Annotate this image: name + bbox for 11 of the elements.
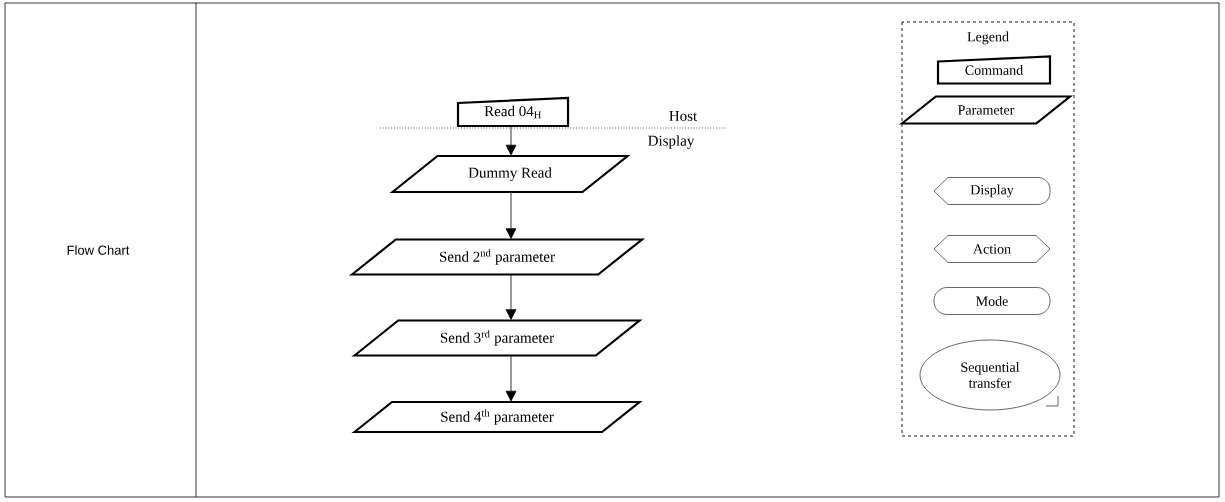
display-label: Display bbox=[648, 135, 695, 149]
legend-title: Legend bbox=[967, 31, 1009, 45]
arrow bbox=[505, 355, 517, 402]
arrow bbox=[505, 274, 517, 320]
command-box: Read 04$_{H}$ bbox=[456, 96, 570, 128]
table-cell-text: Flow Chart bbox=[67, 245, 130, 255]
command-box: Command bbox=[936, 55, 1052, 85]
legend-box bbox=[901, 21, 1075, 437]
arrow bbox=[505, 125, 517, 156]
arrow bbox=[505, 191, 517, 239]
host-label: Host bbox=[669, 111, 698, 121]
